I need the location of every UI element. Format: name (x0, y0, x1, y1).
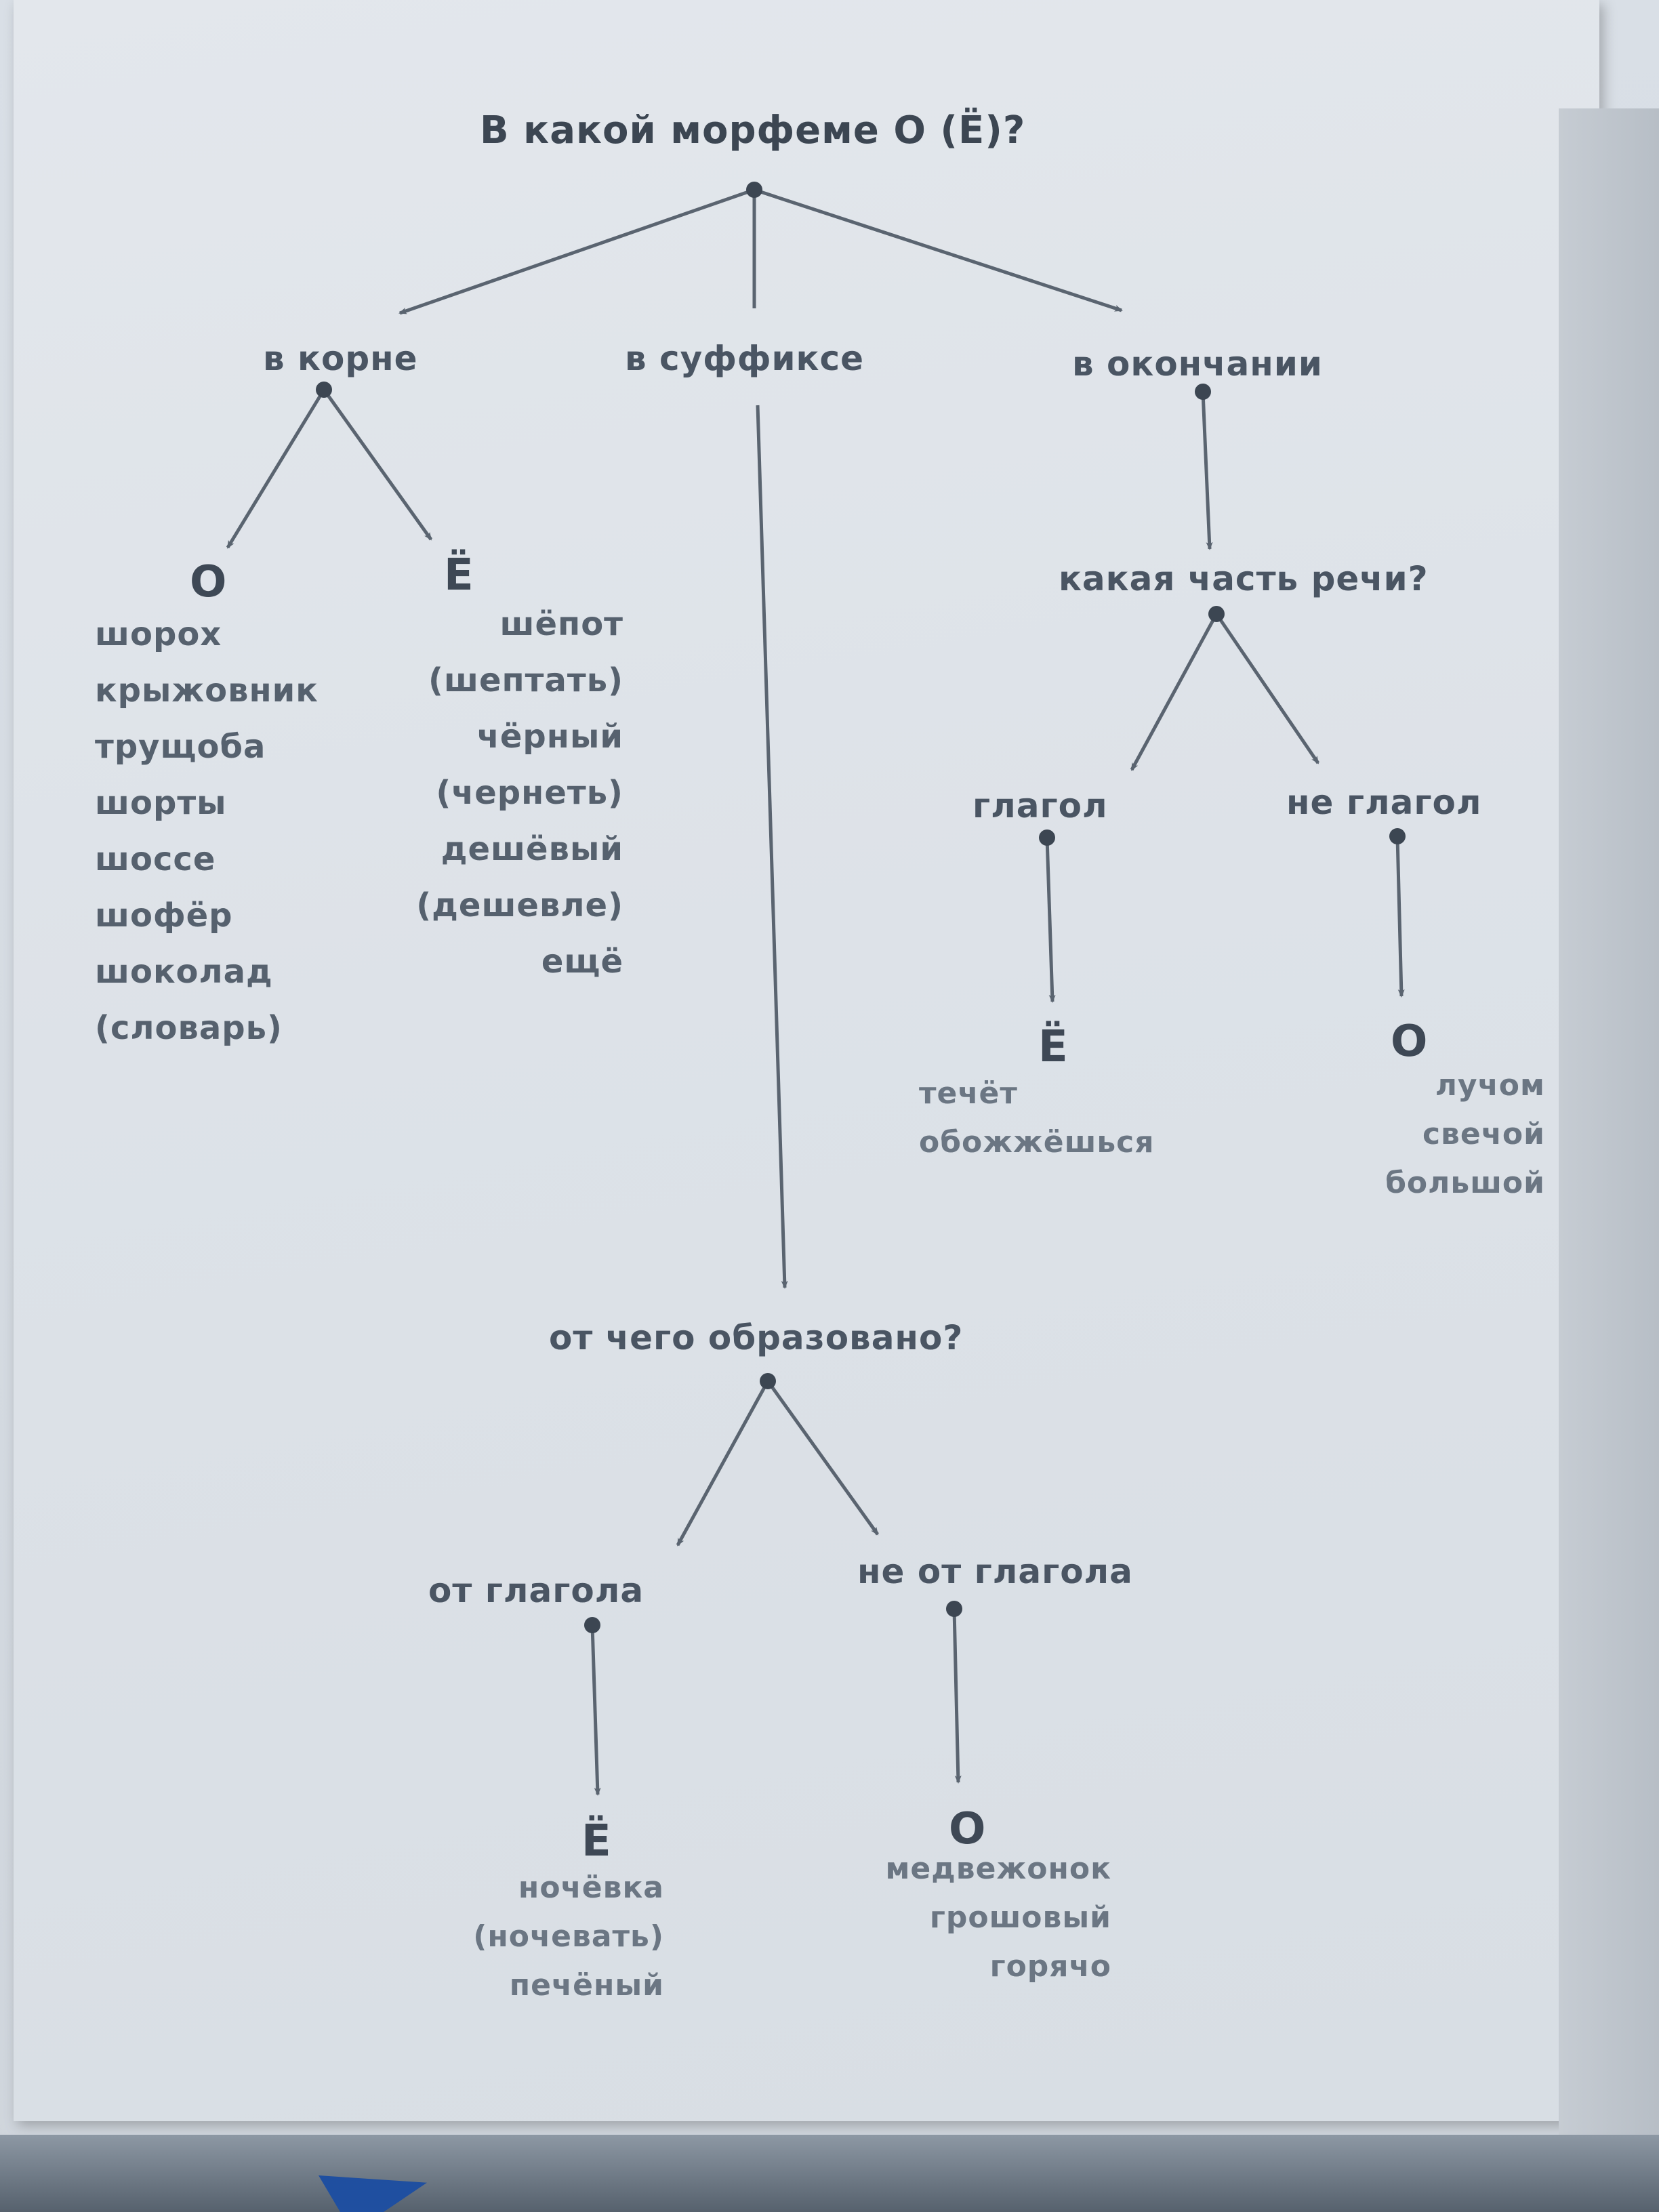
list-item: ночёвка (518, 1870, 664, 1905)
list-item: шёпот (499, 605, 623, 643)
arrow-root-to-yo (322, 388, 433, 541)
root-yo-word-list: шёпот (шептать) чёрный (чернеть) дешёвый… (407, 596, 623, 990)
list-item: шофёр (95, 897, 233, 935)
list-item: (ночевать) (473, 1919, 664, 1954)
not-from-verb-word-list: медвежонок грошовый горячо (854, 1845, 1111, 1991)
verb-word-list: течёт обожжёшься (919, 1069, 1154, 1167)
node-dot-suffix-question (760, 1373, 776, 1389)
node-dot-root (316, 382, 332, 398)
node-dot-verb (1039, 830, 1055, 846)
arrow-suffix-down (756, 405, 788, 1289)
paper-edge (1559, 108, 1659, 2212)
list-item: (чернеть) (436, 774, 623, 812)
list-item: медвежонок (885, 1851, 1111, 1886)
node-ending: в окончании (1072, 344, 1323, 384)
node-derivation-question: от чего образовано? (549, 1318, 964, 1357)
from-verb-yo-letter: Ё (581, 1816, 612, 1866)
arrow-to-ending (754, 188, 1123, 312)
list-item: течёт (919, 1076, 1018, 1111)
arrow-root-to-o (226, 388, 326, 549)
list-item: лучом (1435, 1068, 1545, 1103)
root-o-letter: О (190, 557, 228, 607)
node-dot-from-verb (584, 1617, 600, 1633)
not-from-verb-o-letter: О (949, 1804, 987, 1854)
node-suffix: в суффиксе (625, 339, 865, 378)
list-item: дешёвый (441, 830, 623, 868)
list-item: обожжёшься (919, 1125, 1155, 1160)
root-o-word-list: шорох крыжовник трущоба шорты шоссе шофё… (95, 607, 319, 1057)
node-not-from-verb: не от глагола (857, 1552, 1133, 1591)
list-item: шорты (95, 784, 227, 822)
node-verb: глагол (972, 786, 1108, 825)
list-item: шорох (95, 615, 222, 653)
arrow-to-root (398, 188, 755, 315)
list-item: свечой (1422, 1117, 1545, 1151)
node-part-of-speech-question: какая часть речи? (1059, 559, 1429, 598)
root-yo-letter: Ё (444, 550, 474, 600)
arrow-to-not-from-verb (766, 1380, 880, 1536)
arrow-to-not-verb (1214, 613, 1320, 764)
list-item: (словарь) (95, 1009, 283, 1047)
node-dot-not-verb (1389, 828, 1406, 844)
desk-surface (0, 2135, 1659, 2212)
node-root: в корне (263, 339, 418, 378)
arrow-not-from-verb-down (952, 1608, 962, 1784)
list-item: (шептать) (428, 661, 623, 699)
arrow-not-verb-down (1395, 836, 1405, 998)
list-item: большой (1385, 1166, 1545, 1200)
list-item: горячо (989, 1949, 1111, 1984)
not-verb-o-letter: О (1391, 1017, 1429, 1067)
node-dot-title (746, 182, 762, 198)
arrow-to-from-verb (676, 1380, 770, 1547)
node-not-verb: не глагол (1286, 783, 1482, 822)
list-item: трущоба (95, 728, 266, 766)
arrow-from-verb-down (590, 1624, 601, 1796)
diagram-title: В какой морфеме О (Ё)? (480, 108, 1026, 152)
node-dot-not-from-verb (946, 1601, 962, 1617)
list-item: грошовый (929, 1900, 1111, 1935)
arrow-to-verb (1130, 613, 1218, 771)
list-item: шоколад (95, 953, 273, 991)
arrow-ending-down (1201, 391, 1213, 550)
verb-yo-letter: Ё (1038, 1022, 1069, 1072)
list-item: (дешевле) (416, 886, 623, 924)
list-item: крыжовник (95, 672, 319, 710)
node-dot-part-of-speech (1208, 606, 1225, 622)
node-from-verb: от глагола (428, 1571, 644, 1610)
list-item: печёный (509, 1968, 664, 2003)
from-verb-word-list: ночёвка (ночевать) печёный (441, 1864, 664, 2010)
list-item: чёрный (476, 718, 623, 756)
arrow-verb-down (1045, 837, 1056, 1003)
paper-sheet (14, 0, 1599, 2121)
not-verb-word-list: лучом свечой большой (1328, 1061, 1545, 1208)
node-dot-ending (1195, 384, 1211, 400)
list-item: шоссе (95, 840, 216, 878)
list-item: ещё (541, 943, 623, 981)
